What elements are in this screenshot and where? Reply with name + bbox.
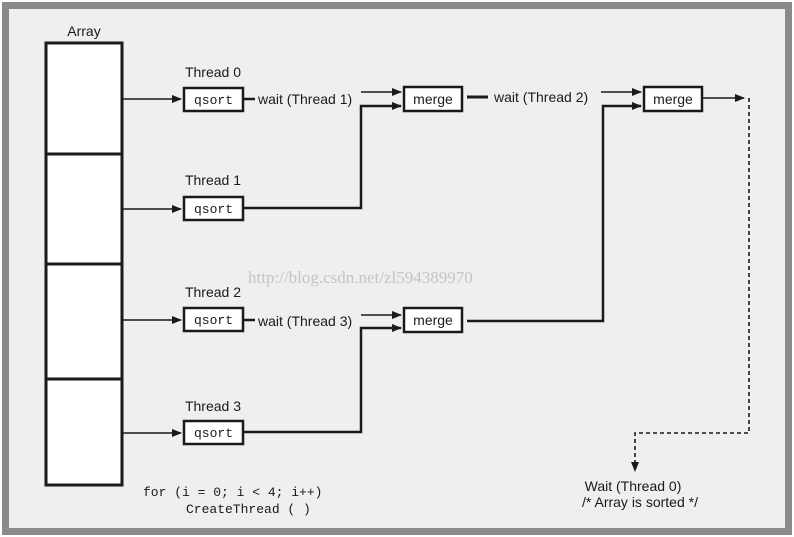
array-segment — [44, 262, 124, 381]
qsort-box-0: qsort — [182, 86, 245, 113]
merge-label-final: merge — [653, 91, 693, 107]
qsort-box-3: qsort — [182, 419, 245, 446]
array-segment — [44, 152, 124, 266]
thread-label-0: Thread 0 — [185, 64, 241, 80]
merge-box-final: merge — [642, 85, 704, 113]
sorted-result-arrowhead — [631, 462, 639, 472]
thread-label-1: Thread 1 — [185, 172, 241, 188]
merge-box-bottom: merge — [402, 306, 464, 334]
merge-box-top: merge — [402, 85, 464, 113]
qsort-label-2: qsort — [194, 313, 233, 328]
thread-label-2: Thread 2 — [185, 284, 241, 300]
qsort-box-2: qsort — [182, 306, 245, 333]
result-sorted-text: /* Array is sorted */ — [582, 494, 698, 510]
qsort-box-1: qsort — [182, 195, 245, 222]
wait-label-thread-3: wait (Thread 3) — [257, 313, 352, 329]
array-block — [44, 41, 124, 487]
wait-label-thread-1: wait (Thread 1) — [257, 91, 352, 107]
code-line-for: for (i = 0; i < 4; i++) — [143, 485, 322, 500]
qsort-label-0: qsort — [194, 93, 233, 108]
thread3-to-merge-path — [243, 324, 402, 434]
sorted-result-dashed-path — [634, 98, 750, 463]
array-segment — [44, 377, 124, 487]
merge-label-top: merge — [413, 91, 453, 107]
array-segment — [44, 41, 124, 156]
qsort-label-3: qsort — [194, 426, 233, 441]
result-wait-text: Wait (Thread 0) — [585, 478, 682, 494]
code-line-createthread: CreateThread ( ) — [186, 502, 311, 517]
wait-label-thread-2: wait (Thread 2) — [493, 89, 588, 105]
merge-label-bottom: merge — [413, 312, 453, 328]
watermark: http://blog.csdn.net/zl594389970 — [248, 268, 473, 287]
thread1-to-merge-path — [243, 102, 402, 210]
qsort-label-1: qsort — [194, 202, 233, 217]
bottom-merge-to-final-path — [467, 102, 642, 323]
thread-label-3: Thread 3 — [185, 398, 241, 414]
array-label: Array — [67, 23, 100, 39]
